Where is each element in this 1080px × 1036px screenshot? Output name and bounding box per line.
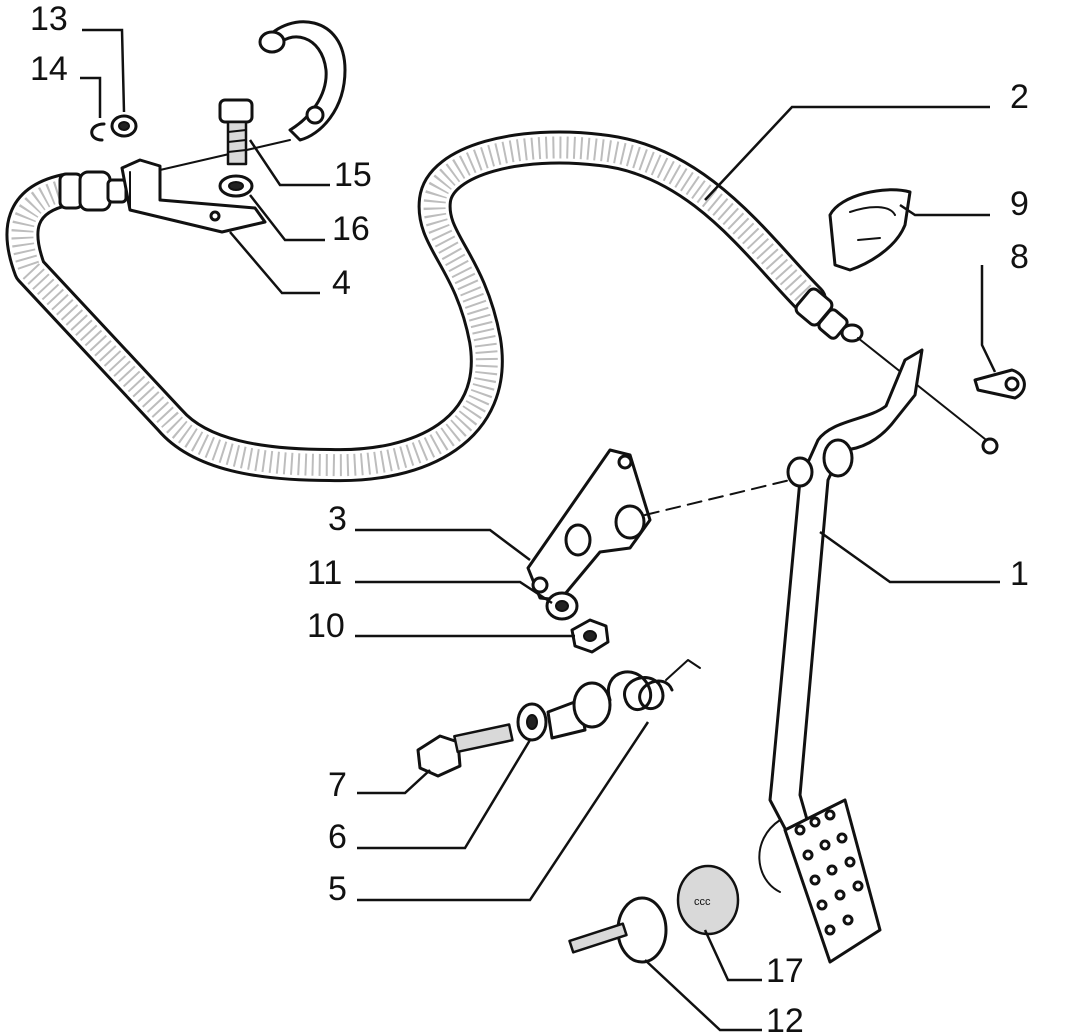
bush-13	[110, 114, 138, 138]
pedal-pad-studs	[794, 809, 864, 936]
accelerator-cable	[5, 130, 999, 483]
pedal-stud-12	[568, 896, 668, 964]
throttle-linkage-clip	[258, 20, 347, 142]
cable-bracket	[120, 139, 291, 234]
callout-8: 8	[1010, 238, 1029, 276]
bolt-7	[416, 723, 514, 778]
nut-10	[570, 618, 610, 654]
callout-16: 16	[332, 210, 370, 248]
callout-15: 15	[334, 156, 372, 194]
callout-2: 2	[1010, 78, 1029, 116]
callout-5: 5	[328, 870, 347, 908]
callout-17: 17	[766, 952, 804, 990]
clip-14	[90, 122, 106, 142]
svg-text:ccc: ccc	[694, 896, 711, 908]
washer-16	[218, 174, 254, 198]
callout-4: 4	[332, 264, 351, 302]
return-spring-5	[606, 659, 701, 711]
leader-lines	[80, 28, 1000, 1032]
washer-11	[545, 591, 579, 621]
callout-13: 13	[30, 0, 68, 38]
callout-1: 1	[1010, 555, 1029, 593]
callout-6: 6	[328, 818, 347, 856]
pedal-arm-1	[758, 348, 924, 964]
callout-14: 14	[30, 50, 68, 88]
pedal-support-bracket-3	[526, 448, 791, 602]
spacer-6	[516, 702, 548, 742]
cable-clip-9	[828, 188, 912, 272]
pedal-stop-8	[973, 368, 1026, 400]
callout-7: 7	[328, 766, 347, 804]
callout-11: 11	[307, 554, 342, 592]
pedal-rubber-pad-17: ccc	[676, 864, 740, 936]
callout-9: 9	[1010, 185, 1029, 223]
pivot-bush	[546, 681, 612, 740]
callout-10: 10	[307, 607, 345, 645]
callout-labels: 13 14 15 16 4 2 9 8 3 11 10 1 7 6 5 17 1…	[30, 0, 1029, 1036]
bolt-15	[218, 98, 254, 166]
callout-12: 12	[766, 1002, 804, 1036]
callout-3: 3	[328, 500, 347, 538]
